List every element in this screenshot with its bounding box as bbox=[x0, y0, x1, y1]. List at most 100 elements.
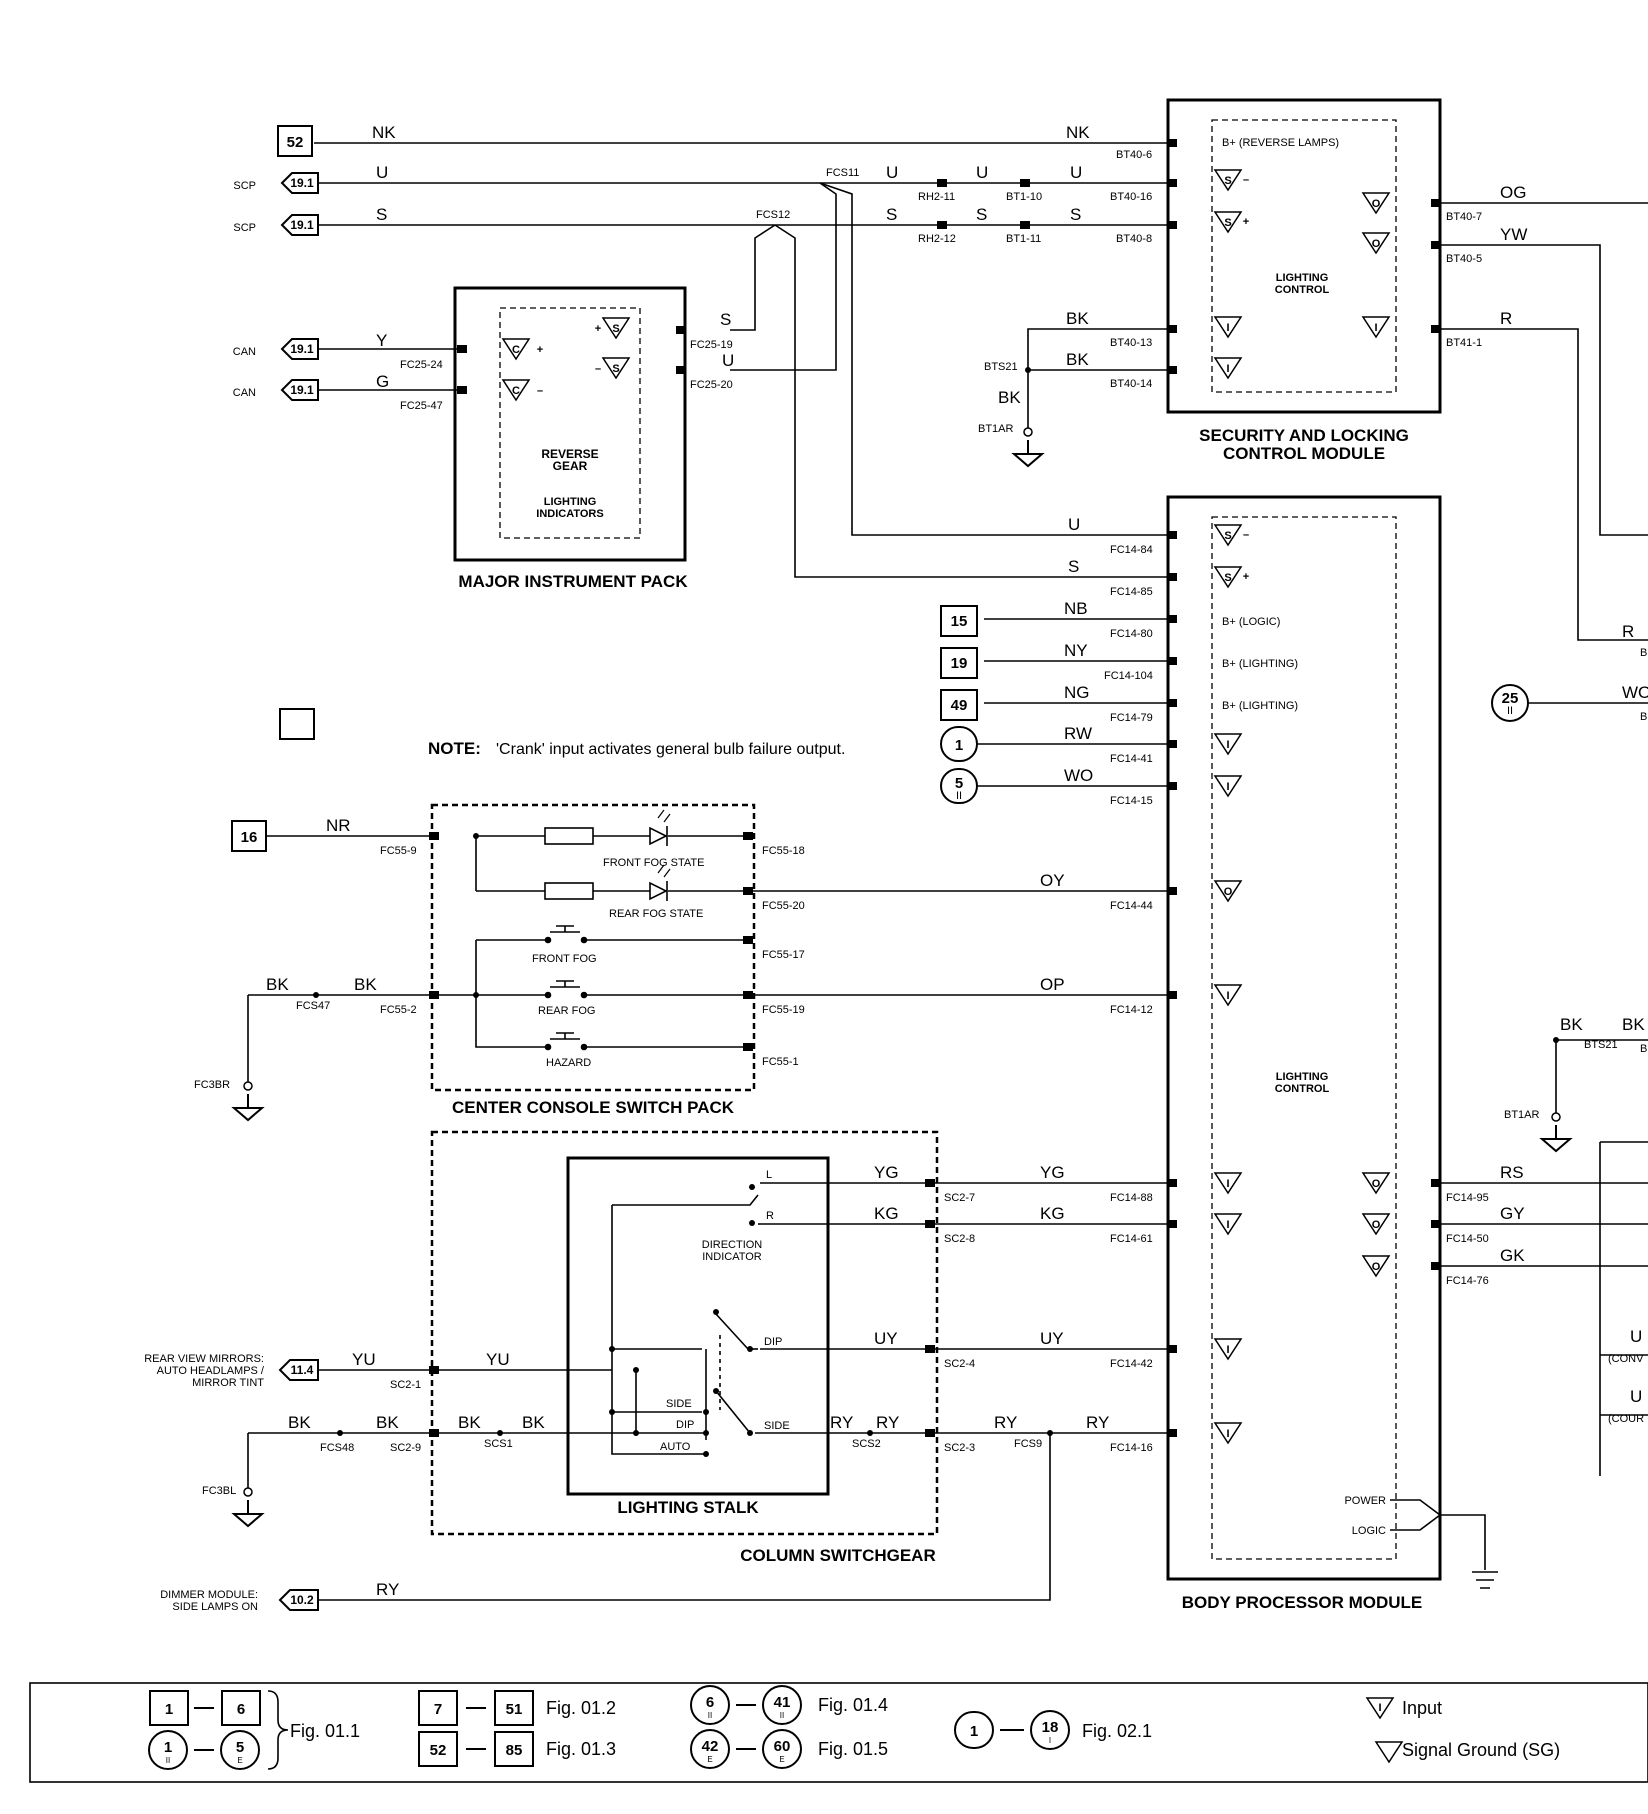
connector-label: FC55-2 bbox=[380, 1004, 417, 1016]
mip-title: MAJOR INSTRUMENT PACK bbox=[458, 572, 688, 591]
wire-label: BK bbox=[522, 1413, 545, 1432]
front-fog-label: FRONT FOG bbox=[532, 953, 597, 965]
legend-ref: 6 bbox=[706, 1694, 714, 1711]
slcm-title: CONTROL MODULE bbox=[1223, 444, 1385, 463]
ccsp-title: CENTER CONSOLE SWITCH PACK bbox=[452, 1098, 735, 1117]
stalk-title: LIGHTING STALK bbox=[617, 1498, 759, 1517]
scp-label: SCP bbox=[233, 180, 256, 192]
wire-label: U bbox=[1630, 1327, 1642, 1346]
ref-19-1: 19.1 bbox=[290, 176, 314, 190]
wire-label: OY bbox=[1040, 871, 1065, 890]
connector-label: FC55-18 bbox=[762, 845, 805, 857]
wire-label: OP bbox=[1040, 975, 1065, 994]
wire-label: G bbox=[376, 372, 389, 391]
wire-label: RS bbox=[1500, 1163, 1524, 1182]
lighting-control-label: LIGHTING bbox=[1276, 272, 1329, 284]
svg-text:I: I bbox=[1374, 322, 1377, 334]
wire-label: RY bbox=[994, 1413, 1017, 1432]
logic-label: B+ (LOGIC) bbox=[1222, 616, 1280, 628]
connector-label: FC14-16 bbox=[1110, 1442, 1153, 1454]
wire-label: YG bbox=[874, 1163, 899, 1182]
connector-label: FC14-79 bbox=[1110, 712, 1153, 724]
legend-ref: 7 bbox=[434, 1701, 442, 1718]
legend-input-symbol: I bbox=[1378, 1702, 1381, 1714]
connector-label: FC55-9 bbox=[380, 845, 417, 857]
svg-text:S: S bbox=[1224, 217, 1231, 229]
connector-label: BT1-11 bbox=[1006, 233, 1041, 245]
connector-label: SC2-7 bbox=[944, 1192, 975, 1204]
wire-label: YU bbox=[486, 1350, 510, 1369]
svg-text:I: I bbox=[1226, 322, 1229, 334]
note-label: NOTE: bbox=[428, 739, 481, 758]
legend-ref-sub: I bbox=[1049, 1736, 1051, 1745]
connector-label: FC55-20 bbox=[762, 900, 805, 912]
connector-label: FCS48 bbox=[320, 1442, 354, 1454]
svg-text:O: O bbox=[1224, 886, 1233, 898]
direction-indicator-label: INDICATOR bbox=[702, 1251, 762, 1263]
legend-fig: Fig. 01.4 bbox=[818, 1695, 888, 1715]
connector-label: BT40-7 bbox=[1446, 211, 1482, 223]
reference-boxes bbox=[231, 125, 1529, 1611]
connector-label: FCS11 bbox=[826, 167, 859, 179]
connector-label: BT40-14 bbox=[1110, 378, 1152, 390]
legend-ref-sub: E bbox=[779, 1755, 784, 1764]
connector-label: BT41-1 bbox=[1446, 337, 1482, 349]
module-titles: SECURITY AND LOCKING CONTROL MODULE MAJO… bbox=[452, 426, 1422, 1612]
wire-label: KG bbox=[874, 1204, 899, 1223]
connector-label: SC2-4 bbox=[944, 1358, 975, 1370]
legend-ref: 1 bbox=[165, 1701, 173, 1718]
wire-label: U bbox=[976, 163, 988, 182]
power-label: POWER bbox=[1344, 1495, 1386, 1507]
ref-25: 25 bbox=[1502, 690, 1519, 707]
wire-label: Y bbox=[376, 331, 387, 350]
wire-label: YU bbox=[352, 1350, 376, 1369]
connector-label: FC14-95 bbox=[1446, 1192, 1489, 1204]
dimmer-label: SIDE LAMPS ON bbox=[172, 1601, 258, 1613]
wire-labels: NK NK U U U U U S S S S S Y G OG YW R BK… bbox=[266, 123, 1648, 1599]
legend-ref-sub: II bbox=[708, 1711, 712, 1720]
wire-label: NR bbox=[326, 816, 351, 835]
svg-text:–: – bbox=[595, 363, 601, 375]
connector-label: FC14-44 bbox=[1110, 900, 1153, 912]
wire-label: U bbox=[1070, 163, 1082, 182]
legend-ref: 18 bbox=[1042, 1719, 1059, 1736]
lighting-indicators-label: INDICATORS bbox=[536, 508, 603, 520]
connector-label: FC14-41 bbox=[1110, 753, 1153, 765]
wire-label: R bbox=[1500, 309, 1512, 328]
side-labels: SCP SCP CAN CAN REAR VIEW MIRRORS: AUTO … bbox=[144, 180, 265, 1613]
svg-text:O: O bbox=[1372, 198, 1381, 210]
wire-label: YG bbox=[1040, 1163, 1065, 1182]
interface-triangles bbox=[502, 169, 1404, 1764]
connector-label: FC55-17 bbox=[762, 949, 805, 961]
ref-19: 19 bbox=[951, 655, 968, 672]
wire-label: U bbox=[886, 163, 898, 182]
svg-text:O: O bbox=[1372, 1261, 1381, 1273]
wire-label: UY bbox=[874, 1329, 898, 1348]
connector-label: RH2-12 bbox=[918, 233, 956, 245]
connector-label: SCS1 bbox=[484, 1438, 513, 1450]
reverse-gear-label: GEAR bbox=[553, 459, 588, 473]
svg-text:S: S bbox=[612, 323, 619, 335]
svg-text:I: I bbox=[1226, 990, 1229, 1002]
connector-label: BT1-10 bbox=[1006, 191, 1042, 203]
ref-19-1: 19.1 bbox=[290, 218, 314, 232]
svg-text:C: C bbox=[512, 385, 520, 397]
legend-ref: 60 bbox=[774, 1738, 791, 1755]
connector-label: BT40-16 bbox=[1110, 191, 1152, 203]
lighting-control-label: LIGHTING bbox=[1276, 1071, 1329, 1083]
connector-label: FC25-19 bbox=[690, 339, 733, 351]
wire-label: BK bbox=[1066, 309, 1089, 328]
connector-label: B bbox=[1640, 647, 1647, 659]
legend-ref: 42 bbox=[702, 1738, 719, 1755]
svg-text:O: O bbox=[1372, 238, 1381, 250]
wire-label: OG bbox=[1500, 183, 1526, 202]
slcm-title: SECURITY AND LOCKING bbox=[1199, 426, 1409, 445]
side-label: SIDE bbox=[764, 1420, 790, 1432]
connector-label: SC2-8 bbox=[944, 1233, 975, 1245]
ref-5: 5 bbox=[955, 775, 963, 792]
svg-text:–: – bbox=[537, 385, 543, 397]
note: NOTE: 'Crank' input activates general bu… bbox=[428, 739, 845, 758]
ref-49: 49 bbox=[951, 697, 968, 714]
mirrors-label: AUTO HEADLAMPS / bbox=[157, 1365, 265, 1377]
legend-ref: 6 bbox=[237, 1701, 245, 1718]
